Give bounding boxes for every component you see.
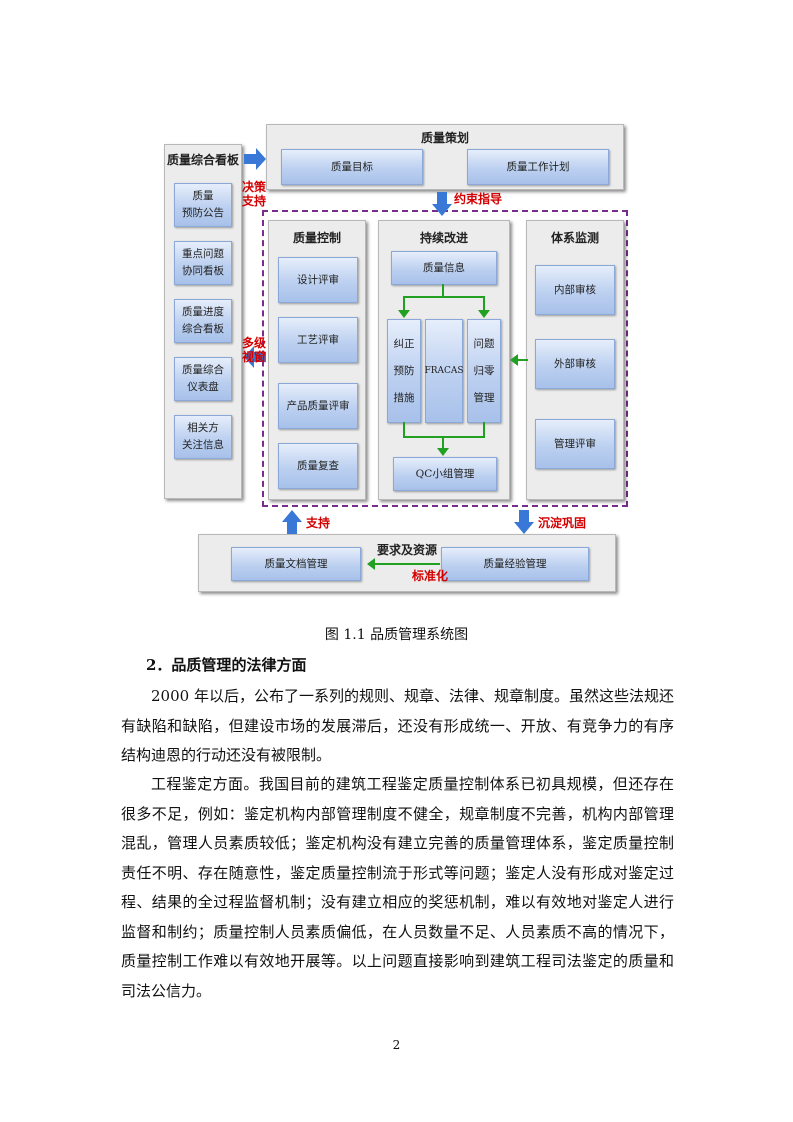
blue-arrow-left-icon <box>244 346 266 368</box>
green-arrow-down-icon <box>398 310 410 318</box>
improvement-title: 持续改进 <box>419 231 468 245</box>
improvement-panel: 持续改进 质量信息 纠正 预防 措施 FRACAS 问题 归零 管理 QC小组管… <box>378 220 510 500</box>
green-flow-line <box>516 359 528 361</box>
green-arrow-down-icon <box>478 310 490 318</box>
blue-arrow-down-icon <box>432 192 452 216</box>
paragraph: 工程鉴定方面。我国目前的建筑工程鉴定质量控制体系已初具规模，但还存在很多不足，例… <box>121 775 674 1000</box>
page-number: 2 <box>392 1038 401 1052</box>
monitoring-title: 体系监测 <box>550 231 599 245</box>
dashboard-item: 相关方 关注信息 <box>174 415 232 459</box>
problem-zeroing-box: 问题 归零 管理 <box>467 319 501 423</box>
standardize-label: 标准化 <box>412 569 449 583</box>
green-arrow-left-icon <box>367 558 375 570</box>
planning-item: 质量工作计划 <box>467 149 609 185</box>
planning-item: 质量目标 <box>281 149 423 185</box>
support-label: 支持 <box>306 516 331 530</box>
control-item: 产品质量评审 <box>278 383 358 429</box>
resources-panel: 要求及资源 质量文档管理 质量经验管理 <box>198 534 616 592</box>
dashboard-item: 质量 预防公告 <box>174 183 232 227</box>
blue-arrow-down-icon <box>514 510 534 534</box>
green-flow-line <box>403 436 485 438</box>
monitoring-item: 外部审核 <box>535 339 615 389</box>
green-flow-line <box>403 296 485 298</box>
control-title: 质量控制 <box>292 231 341 245</box>
quality-management-diagram: 质量综合看板 质量 预防公告 重点问题 协同看板 质量进度 综合看板 质量综合 … <box>162 120 630 596</box>
figure-caption: 图 1.1 品质管理系统图 <box>324 627 469 643</box>
control-panel: 质量控制 设计评审 工艺评审 产品质量评审 质量复查 <box>268 220 366 500</box>
qc-group-box: QC小组管理 <box>393 457 497 491</box>
control-item: 设计评审 <box>278 257 358 303</box>
monitoring-panel: 体系监测 内部审核 外部审核 管理评审 <box>526 220 624 500</box>
multi-view-label: 多级 视窗 <box>242 336 267 364</box>
control-item: 工艺评审 <box>278 317 358 363</box>
blue-arrow-up-icon <box>282 510 302 534</box>
planning-title: 质量策划 <box>420 131 469 145</box>
planning-panel: 质量策划 质量目标 质量工作计划 <box>266 124 624 190</box>
control-item: 质量复查 <box>278 443 358 489</box>
decision-support-label: 决策 支持 <box>242 180 267 208</box>
resources-item: 质量文档管理 <box>231 547 361 581</box>
green-flow-line <box>403 296 405 312</box>
green-flow-line <box>374 563 440 565</box>
corrective-action-box: 纠正 预防 措施 <box>387 319 421 423</box>
green-arrow-down-icon <box>437 448 449 456</box>
dashboard-title: 质量综合看板 <box>166 153 239 167</box>
section-heading: 2．品质管理的法律方面 <box>146 656 307 674</box>
monitoring-item: 管理评审 <box>535 419 615 469</box>
fracas-box: FRACAS <box>424 319 464 423</box>
green-flow-line <box>442 436 444 450</box>
dashboard-item: 重点问题 协同看板 <box>174 241 232 285</box>
green-flow-line <box>483 296 485 312</box>
green-arrow-left-icon <box>510 354 518 366</box>
constraint-guidance-label: 约束指导 <box>454 192 503 206</box>
quality-info-box: 质量信息 <box>391 251 497 285</box>
green-flow-line <box>403 422 405 438</box>
paragraph: 2000 年以后，公布了一系列的规则、规章、法律、规章制度。虽然这些法规还有缺陷… <box>121 687 674 764</box>
consolidate-label: 沉淀巩固 <box>538 516 587 530</box>
blue-arrow-right-icon <box>244 148 266 170</box>
dashboard-panel: 质量综合看板 质量 预防公告 重点问题 协同看板 质量进度 综合看板 质量综合 … <box>164 144 242 499</box>
resources-title: 要求及资源 <box>376 543 437 557</box>
dashboard-item: 质量综合 仪表盘 <box>174 357 232 401</box>
green-flow-line <box>442 284 444 296</box>
green-flow-line <box>483 422 485 438</box>
monitoring-item: 内部审核 <box>535 265 615 315</box>
resources-item: 质量经验管理 <box>441 547 589 581</box>
dashboard-item: 质量进度 综合看板 <box>174 299 232 343</box>
